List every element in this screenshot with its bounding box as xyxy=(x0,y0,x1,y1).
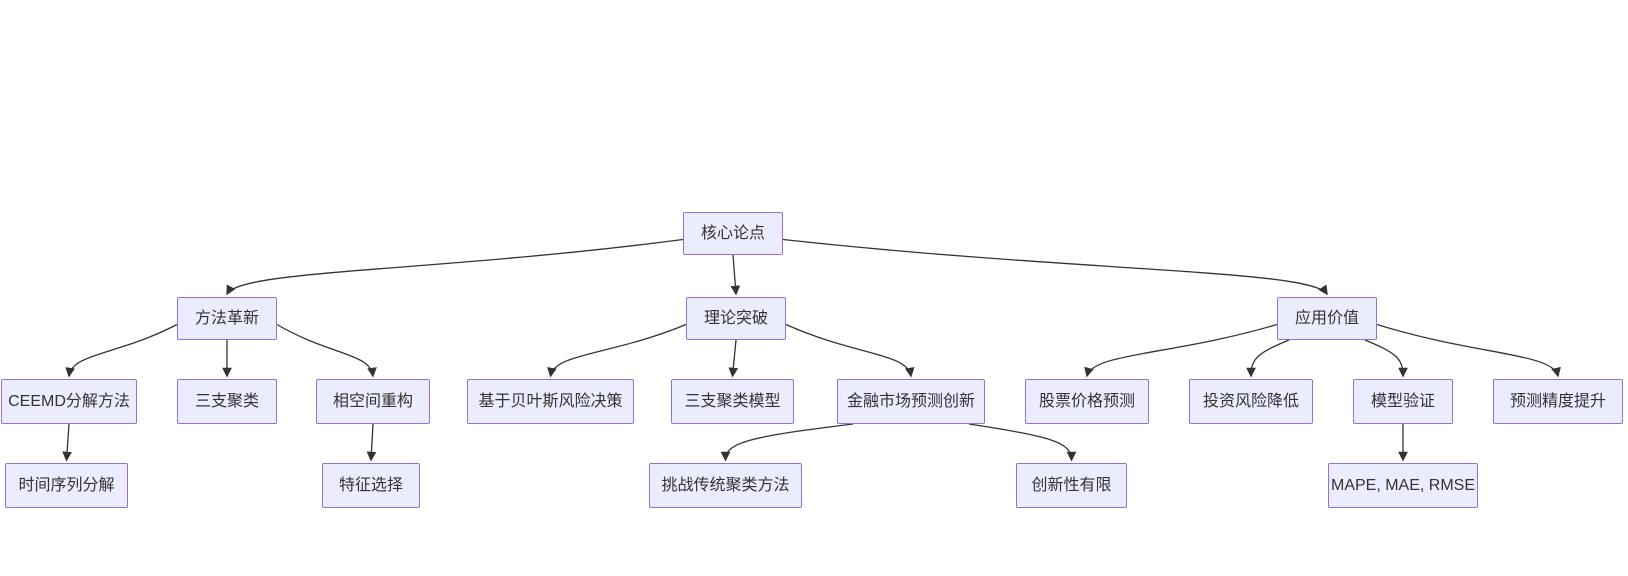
node-metrics: MAPE, MAE, RMSE xyxy=(1328,463,1478,508)
edge-theory-to-twc-model xyxy=(728,339,739,378)
node-risk-reduction: 投资风险降低 xyxy=(1189,379,1313,424)
node-ceemd: CEEMD分解方法 xyxy=(1,379,137,424)
node-method: 方法革新 xyxy=(177,297,277,340)
node-label: 三支聚类 xyxy=(194,392,259,410)
edge-theory-to-fin-market-innovation xyxy=(785,323,915,378)
node-label: 方法革新 xyxy=(194,309,259,327)
node-label: 基于贝叶斯风险决策 xyxy=(478,392,623,410)
node-label: 理论突破 xyxy=(703,309,768,327)
node-bayes-risk: 基于贝叶斯风险决策 xyxy=(467,379,634,424)
node-limited-novelty: 创新性有限 xyxy=(1016,463,1127,508)
node-label: 时间序列分解 xyxy=(18,476,115,494)
node-theory: 理论突破 xyxy=(686,297,786,340)
edge-core-to-application xyxy=(782,238,1328,296)
node-ts-decomposition: 时间序列分解 xyxy=(5,463,128,508)
node-application: 应用价值 xyxy=(1277,297,1377,340)
node-three-way-clustering: 三支聚类 xyxy=(177,379,277,424)
edge-fin-market-innovation-to-limited-novelty xyxy=(968,423,1077,462)
node-label: 金融市场预测创新 xyxy=(846,392,975,410)
node-label: MAPE, MAE, RMSE xyxy=(1330,476,1476,494)
edge-application-to-stock-prediction xyxy=(1084,323,1278,378)
node-model-validation: 模型验证 xyxy=(1353,379,1453,424)
node-label: 三支聚类模型 xyxy=(684,392,781,410)
node-label: 预测精度提升 xyxy=(1509,392,1606,410)
node-label: 股票价格预测 xyxy=(1038,392,1135,410)
edge-application-to-risk-reduction xyxy=(1246,339,1290,378)
node-label: 特征选择 xyxy=(338,476,403,494)
node-label: 模型验证 xyxy=(1370,392,1435,410)
edge-application-to-precision-improvement xyxy=(1376,323,1561,378)
node-stock-prediction: 股票价格预测 xyxy=(1025,379,1149,424)
edge-core-to-theory xyxy=(730,254,741,296)
node-core: 核心论点 xyxy=(683,212,783,255)
node-precision-improvement: 预测精度提升 xyxy=(1493,379,1623,424)
node-label: 创新性有限 xyxy=(1031,476,1112,494)
edge-method-to-ceemd xyxy=(65,323,178,378)
node-twc-model: 三支聚类模型 xyxy=(671,379,794,424)
edge-theory-to-bayes-risk xyxy=(547,323,687,378)
node-label: 挑战传统聚类方法 xyxy=(661,476,790,494)
edge-method-to-phase-space xyxy=(276,323,377,378)
edge-phase-space-to-feature-selection xyxy=(366,423,377,462)
node-label: 投资风险降低 xyxy=(1202,392,1299,410)
edge-fin-market-innovation-to-challenge-clustering xyxy=(720,423,854,462)
node-challenge-clustering: 挑战传统聚类方法 xyxy=(649,463,802,508)
node-label: 应用价值 xyxy=(1294,309,1359,327)
node-label: 核心论点 xyxy=(700,224,765,242)
node-label: 相空间重构 xyxy=(332,392,413,410)
node-fin-market-innovation: 金融市场预测创新 xyxy=(837,379,985,424)
edge-ceemd-to-ts-decomposition xyxy=(62,423,72,462)
edge-core-to-method xyxy=(226,238,684,296)
edge-application-to-model-validation xyxy=(1364,339,1408,378)
node-phase-space: 相空间重构 xyxy=(316,379,430,424)
node-label: CEEMD分解方法 xyxy=(8,392,130,410)
node-feature-selection: 特征选择 xyxy=(322,463,420,508)
